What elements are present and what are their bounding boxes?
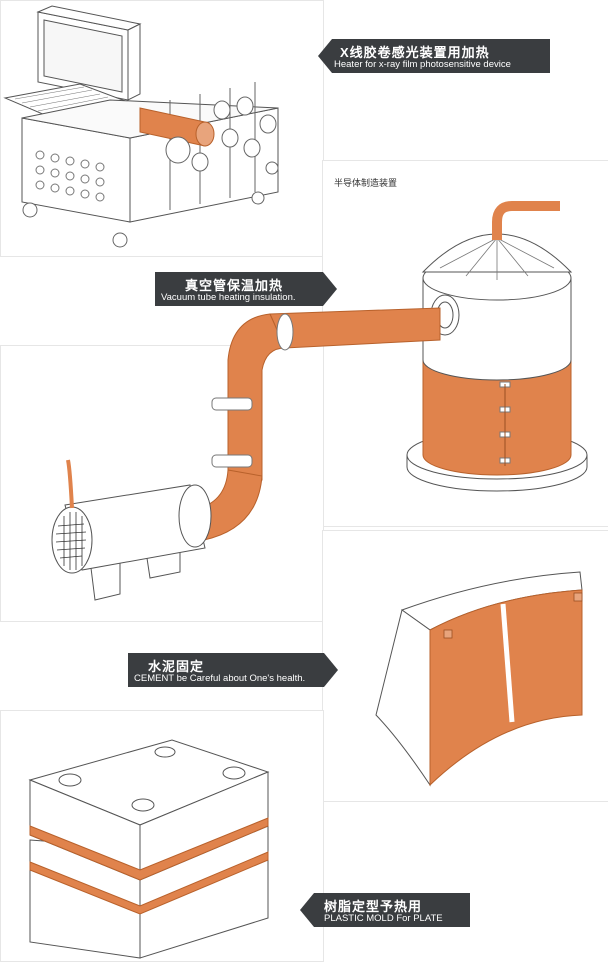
label-cement: 水泥固定 CEMENT be Careful about One's healt… <box>128 653 338 687</box>
semiconductor-illustration <box>406 201 588 492</box>
vacuum-pipe-illustration <box>199 307 441 541</box>
plastic-mold-illustration <box>28 739 270 959</box>
label-plastic-zh: 树脂定型予热用 <box>324 899 423 914</box>
label-xray-en: Heater for x-ray film photosensitive dev… <box>334 59 511 70</box>
label-plastic: 树脂定型予热用 PLASTIC MOLD For PLATE <box>300 893 470 927</box>
cement-panel-illustration <box>375 571 583 787</box>
label-cement-zh: 水泥固定 <box>148 659 205 674</box>
label-cement-en: CEMENT be Careful about One's health. <box>134 673 306 684</box>
label-vacuum-zh: 真空管保温加热 <box>185 278 284 293</box>
xray-device-illustration <box>3 5 279 248</box>
semiconductor-caption: 半导体制造装置 <box>334 179 398 189</box>
label-vacuum: 真空管保温加热 Vacuum tube heating insulation. <box>155 272 337 306</box>
pump-illustration <box>51 459 212 601</box>
label-xray: X线胶卷感光装置用加热 Heater for x-ray film photos… <box>318 39 550 73</box>
label-vacuum-en: Vacuum tube heating insulation. <box>161 292 296 303</box>
label-xray-zh: X线胶卷感光装置用加热 <box>340 45 490 60</box>
label-plastic-en: PLASTIC MOLD For PLATE <box>324 913 443 924</box>
